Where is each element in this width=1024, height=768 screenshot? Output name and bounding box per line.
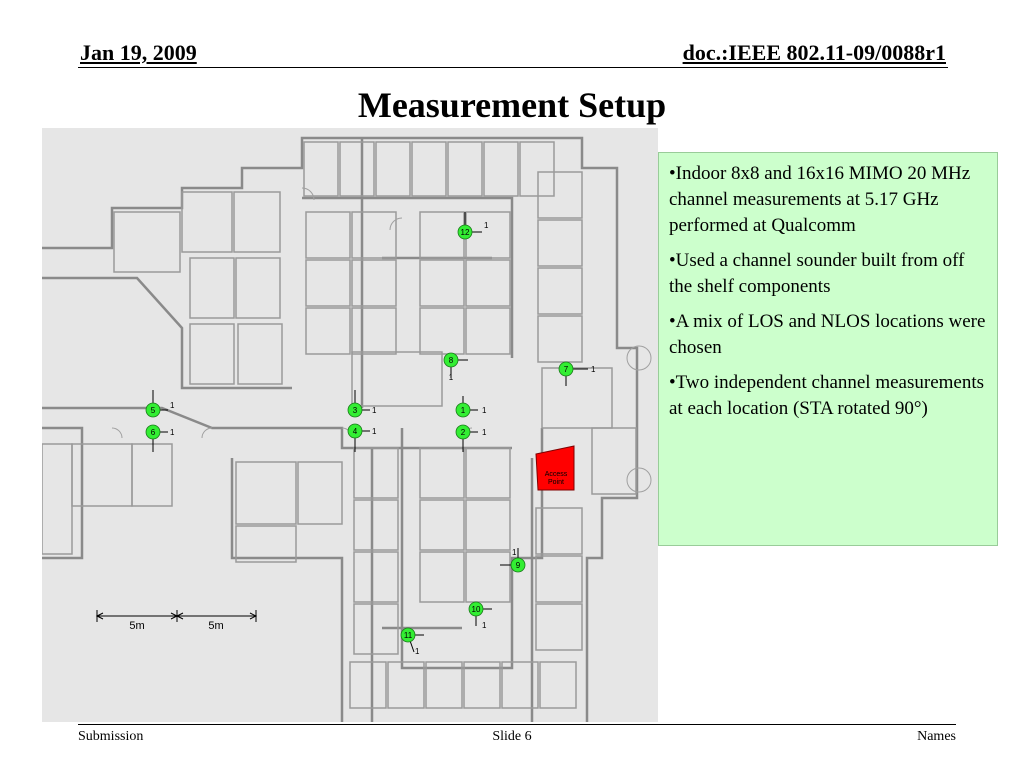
slide-title: Measurement Setup bbox=[357, 85, 667, 125]
marker-12-label: 12 bbox=[461, 228, 470, 237]
access-point: Access Point bbox=[535, 445, 575, 491]
marker-12-orient: 1 bbox=[484, 221, 489, 230]
marker-3: 3 1 bbox=[347, 390, 377, 418]
bullet-2: •Used a channel sounder built from off t… bbox=[669, 250, 965, 297]
marker-8-orient: 1 bbox=[449, 373, 454, 382]
marker-7-label: 7 bbox=[564, 365, 569, 374]
marker-8-label: 8 bbox=[449, 356, 454, 365]
marker-2-label: 2 bbox=[461, 428, 466, 437]
header-doc-id: doc.:IEEE 802.11-09/0088r1 bbox=[682, 40, 946, 65]
marker-10-orient: 1 bbox=[482, 621, 487, 630]
marker-6-label: 6 bbox=[151, 428, 156, 437]
marker-11: 11 1 bbox=[400, 627, 424, 656]
marker-7: 7 1 bbox=[558, 361, 596, 386]
measurement-markers: 1 1 2 1 3 1 4 1 bbox=[145, 212, 596, 656]
marker-3-orient: 1 bbox=[372, 406, 377, 415]
marker-6-orient: 1 bbox=[170, 428, 175, 437]
marker-4-orient: 1 bbox=[372, 427, 377, 436]
marker-3-label: 3 bbox=[353, 406, 358, 415]
footer-divider bbox=[78, 724, 956, 725]
notes-panel: •Indoor 8x8 and 16x16 MIMO 20 MHz channe… bbox=[658, 152, 998, 546]
marker-9-orient: 1 bbox=[512, 548, 517, 557]
marker-8: 8 1 bbox=[443, 352, 468, 382]
marker-2: 2 1 bbox=[455, 424, 487, 452]
marker-6: 6 1 bbox=[145, 424, 175, 452]
marker-5: 5 1 bbox=[145, 390, 175, 418]
access-point-label-line1: Access bbox=[545, 471, 568, 478]
marker-10: 10 1 bbox=[468, 601, 492, 630]
footer-submission: Submission bbox=[78, 729, 144, 744]
marker-10-label: 10 bbox=[472, 605, 481, 614]
bullet-1: •Indoor 8x8 and 16x16 MIMO 20 MHz channe… bbox=[669, 163, 971, 236]
marker-5-label: 5 bbox=[151, 406, 156, 415]
scale-label-2: 5m bbox=[208, 620, 223, 632]
marker-4: 4 1 bbox=[347, 423, 377, 452]
marker-2-orient: 1 bbox=[482, 428, 487, 437]
floor-plan-drawing: Access Point 1 1 2 1 3 bbox=[42, 136, 652, 722]
marker-1: 1 1 bbox=[455, 396, 487, 418]
marker-1-orient: 1 bbox=[482, 406, 487, 415]
marker-9-label: 9 bbox=[516, 561, 521, 570]
marker-11-orient: 1 bbox=[415, 647, 420, 656]
marker-5-orient: 1 bbox=[170, 401, 175, 410]
access-point-label-line2: Point bbox=[548, 479, 564, 486]
marker-11-label: 11 bbox=[404, 631, 413, 640]
footer-slide-number: Slide 6 bbox=[492, 729, 532, 744]
bullet-4: •Two independent channel measurements at… bbox=[669, 372, 985, 419]
marker-9: 9 1 bbox=[500, 548, 526, 573]
marker-12: 12 1 bbox=[457, 212, 489, 240]
marker-1-label: 1 bbox=[461, 406, 466, 415]
footer-names: Names bbox=[917, 729, 956, 744]
marker-7-orient: 1 bbox=[591, 365, 596, 374]
header-divider bbox=[78, 67, 948, 68]
scale-label-1: 5m bbox=[129, 620, 144, 632]
header-date: Jan 19, 2009 bbox=[80, 40, 197, 65]
marker-4-label: 4 bbox=[353, 427, 358, 436]
bullet-3: •A mix of LOS and NLOS locations were ch… bbox=[669, 311, 986, 358]
scale-bar bbox=[95, 610, 258, 622]
floor-plan: Access Point 1 1 2 1 3 bbox=[42, 128, 658, 722]
